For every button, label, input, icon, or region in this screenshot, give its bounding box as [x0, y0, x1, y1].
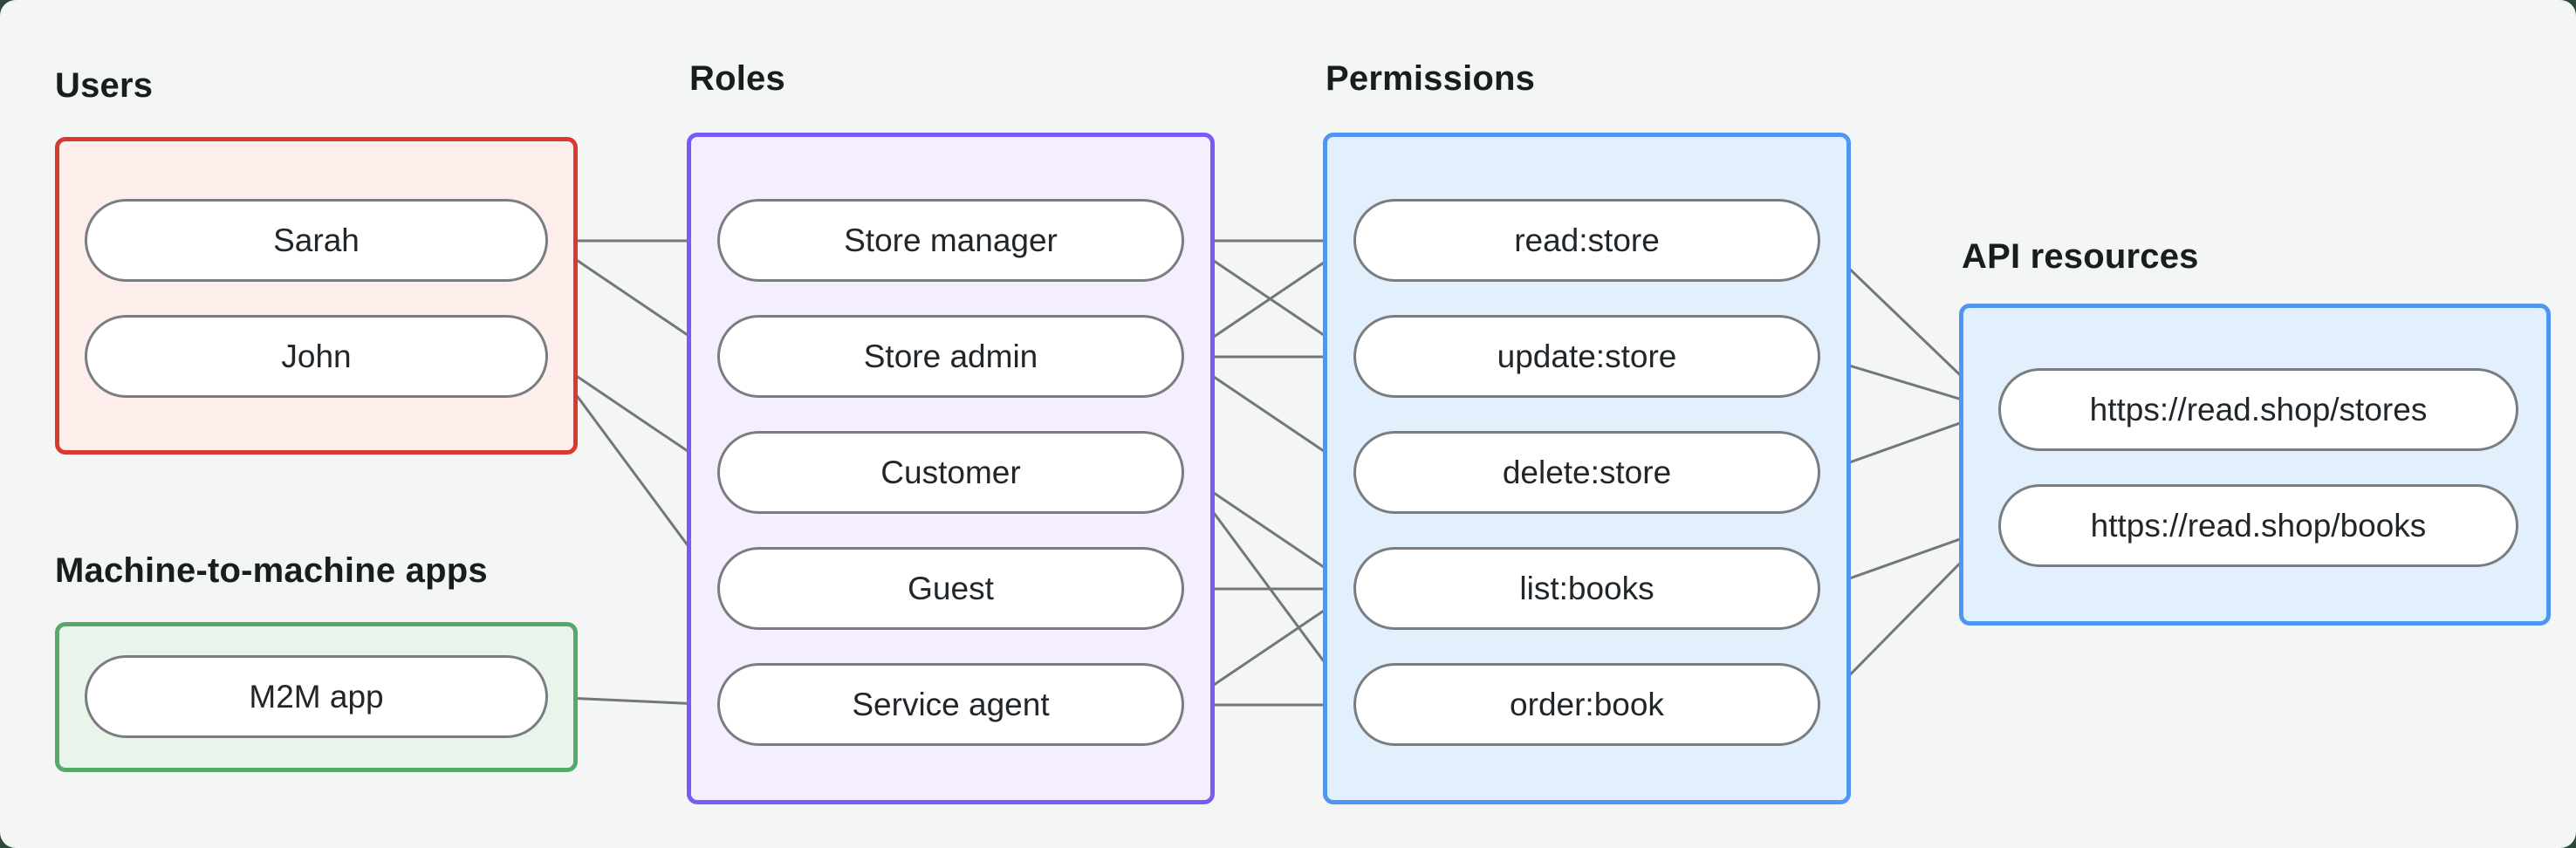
- group-label-api-resources: API resources: [1962, 237, 2199, 276]
- node-update-store: update:store: [1353, 315, 1820, 398]
- node-m2m-app: M2M app: [85, 655, 548, 738]
- group-box-m2m-apps: M2M app: [55, 622, 578, 772]
- group-box-api-resources: https://read.shop/stores https://read.sh…: [1959, 304, 2551, 626]
- node-john: John: [85, 315, 548, 398]
- node-service-agent: Service agent: [717, 663, 1184, 746]
- group-box-permissions: read:store update:store delete:store lis…: [1323, 133, 1851, 804]
- node-api-stores: https://read.shop/stores: [1998, 368, 2518, 451]
- node-list-books: list:books: [1353, 547, 1820, 630]
- node-store-manager: Store manager: [717, 199, 1184, 282]
- node-store-admin: Store admin: [717, 315, 1184, 398]
- group-label-permissions: Permissions: [1326, 59, 1536, 98]
- group-label-roles: Roles: [689, 59, 785, 98]
- node-delete-store: delete:store: [1353, 431, 1820, 514]
- group-box-roles: Store manager Store admin Customer Guest…: [687, 133, 1215, 804]
- group-label-m2m-apps: Machine-to-machine apps: [55, 551, 488, 590]
- node-sarah: Sarah: [85, 199, 548, 282]
- group-label-users: Users: [55, 66, 154, 105]
- group-box-users: Sarah John: [55, 137, 578, 455]
- node-order-book: order:book: [1353, 663, 1820, 746]
- node-guest: Guest: [717, 547, 1184, 630]
- node-read-store: read:store: [1353, 199, 1820, 282]
- node-customer: Customer: [717, 431, 1184, 514]
- node-api-books: https://read.shop/books: [1998, 484, 2518, 567]
